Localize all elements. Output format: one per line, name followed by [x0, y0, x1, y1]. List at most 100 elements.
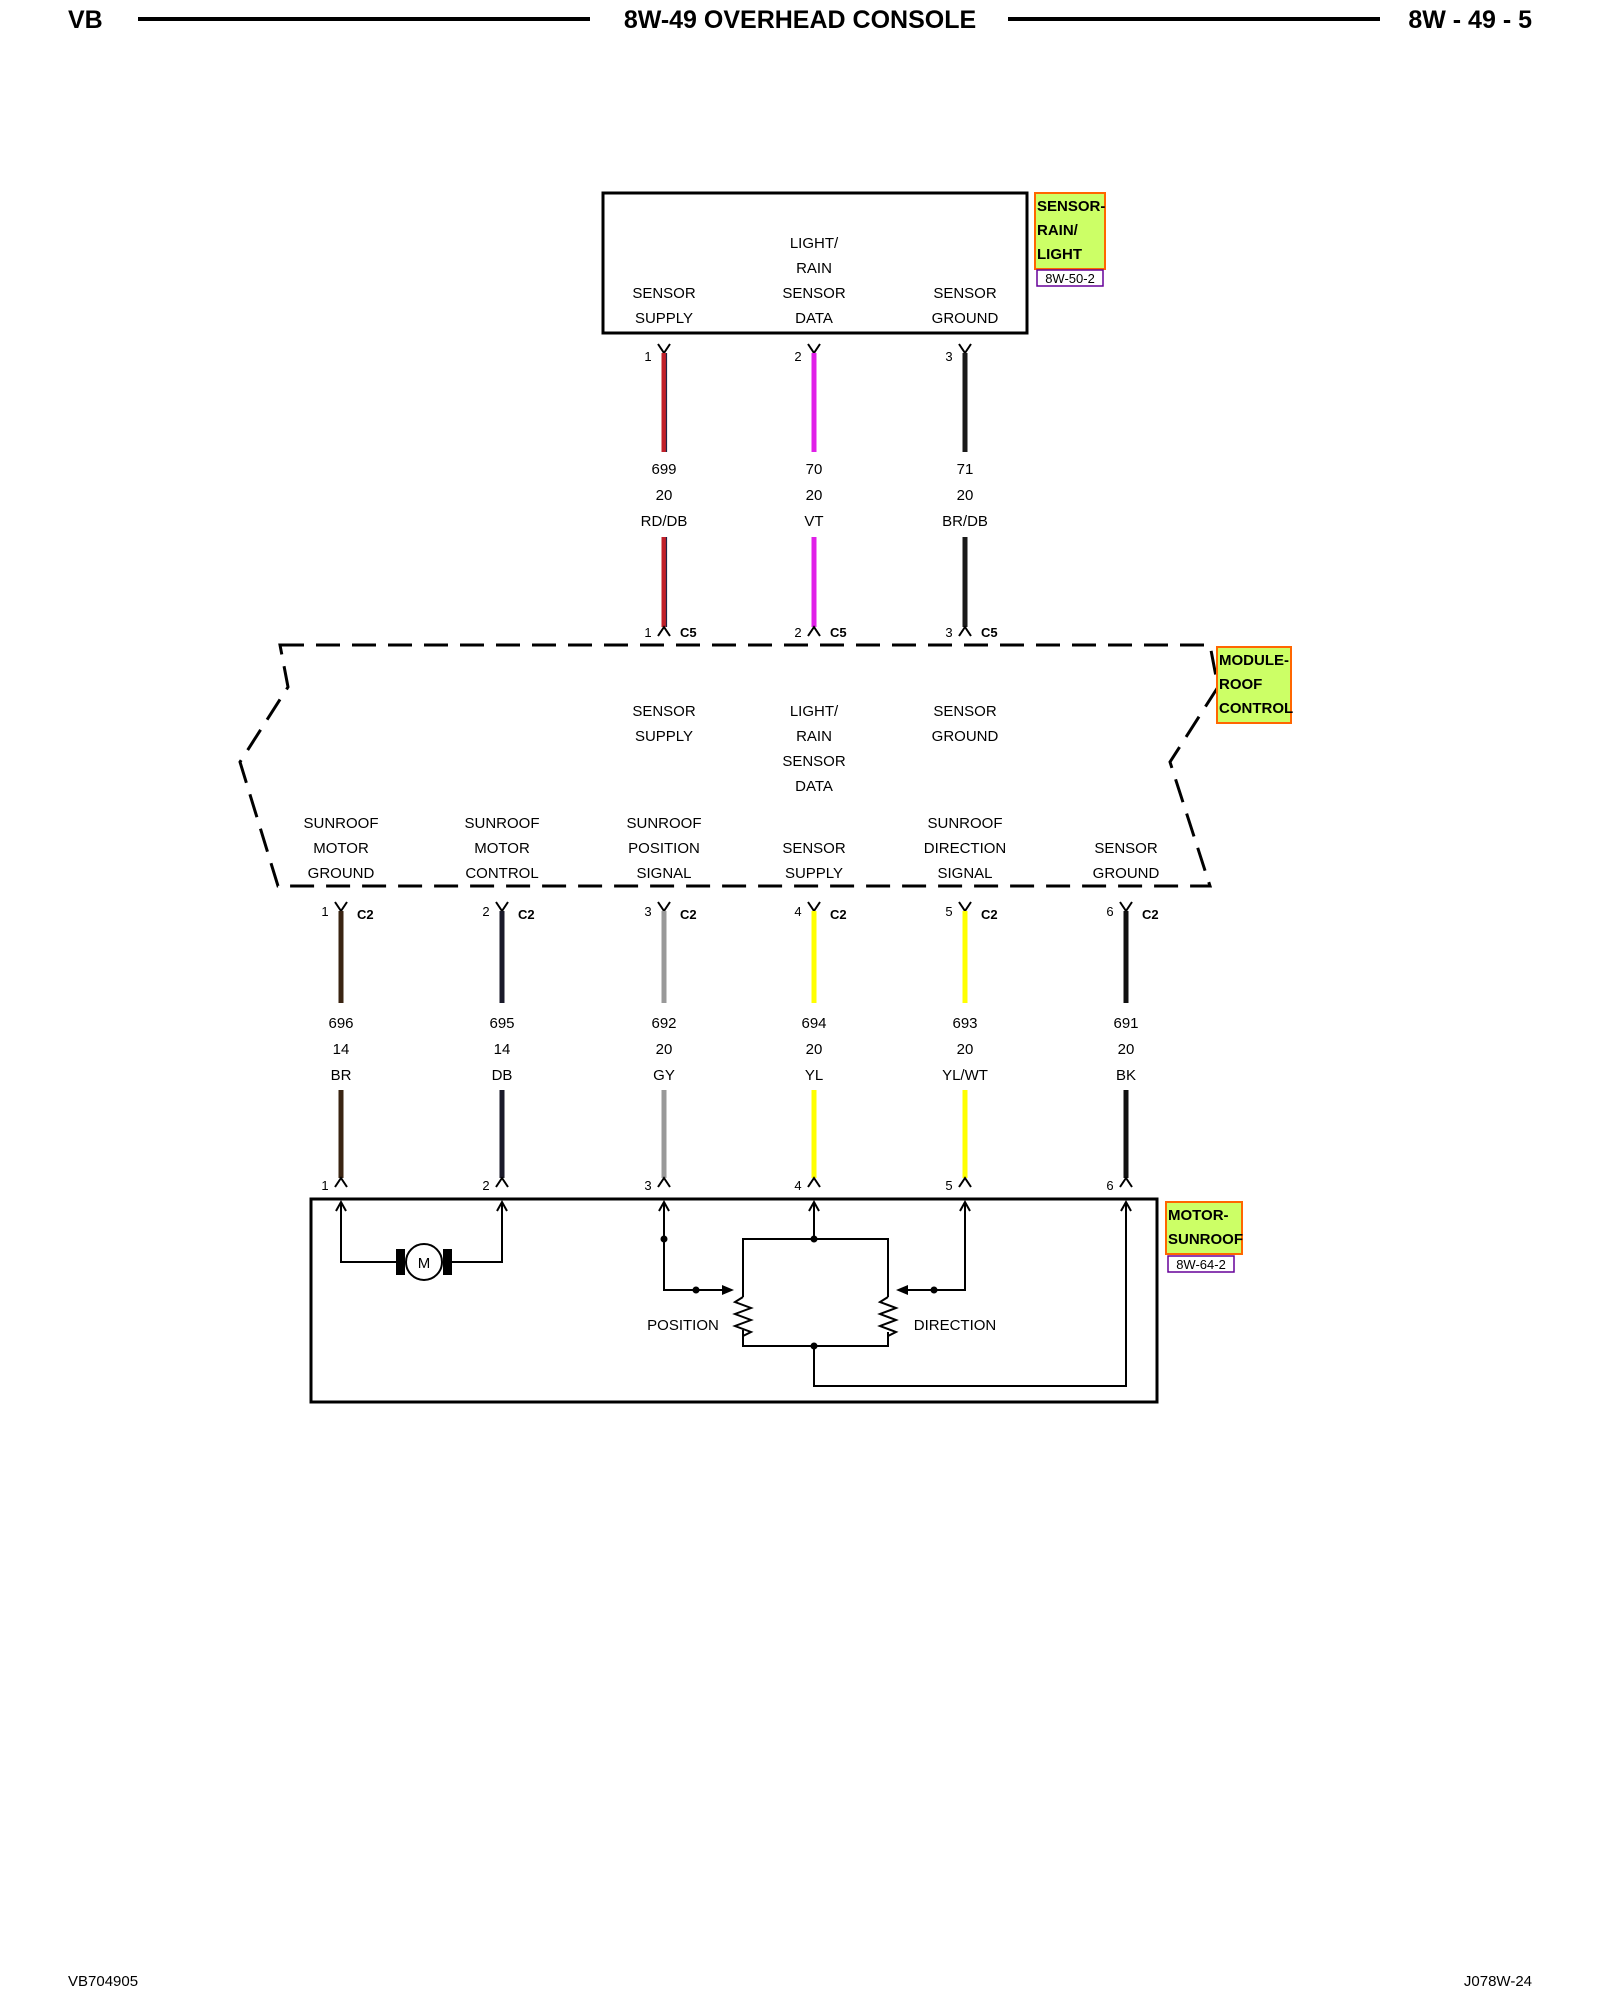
module-c2-pin-2-connector	[495, 901, 509, 913]
module-c2-connector-label-1: C2	[357, 907, 374, 922]
motor-brush-right	[443, 1249, 452, 1275]
sensor-rain-light-box	[601, 191, 1029, 335]
pot-supply-pin4-node	[810, 1235, 818, 1243]
direction-signal-lead	[908, 1202, 966, 1291]
sensor-rain-light-label-line-2: LIGHT	[1037, 246, 1082, 263]
module-c5-pin-1-number: 1	[644, 625, 651, 640]
header-rule-right	[1008, 17, 1380, 21]
direction-label: DIRECTION	[914, 1317, 997, 1334]
module-c2-connector-label-2: C2	[518, 907, 535, 922]
module-c2-pin-3-connector	[657, 901, 671, 913]
module-c2-pin-2-label-line-0: SUNROOF	[465, 815, 540, 832]
motor-ref-link-box	[1167, 1255, 1235, 1273]
sensor-rain-light-label-box	[1034, 192, 1106, 270]
lower-wire-694-circuit: 694	[801, 1015, 826, 1032]
module-c2-pin-2-label-line-2: CONTROL	[465, 865, 538, 882]
module-roof-control-label-box	[1216, 646, 1292, 724]
lower-wire-693-circuit: 693	[952, 1015, 977, 1032]
module-c2-pin-1-number: 1	[321, 904, 328, 919]
lower-wire-696-gauge: 14	[333, 1041, 350, 1058]
module-c5-connector-label-3: C5	[981, 625, 998, 640]
lower-wire-696-color-code: BR	[331, 1067, 352, 1084]
direction-resistor-icon	[877, 1296, 899, 1337]
module-c2-pin-4-label-line-0: SENSOR	[782, 840, 846, 857]
lower-wire-695-gauge: 14	[494, 1041, 511, 1058]
motor-brush-left	[396, 1249, 405, 1275]
sensor-pin-2-label-line-0: LIGHT/	[790, 235, 839, 252]
sensor-pin-2-label-line-2: SENSOR	[782, 285, 846, 302]
position-signal-lead	[663, 1202, 722, 1291]
sensor-pin-1-label-line-0: SENSOR	[632, 285, 696, 302]
lower-wire-692-circuit: 692	[651, 1015, 676, 1032]
sensor-ref-link-box	[1036, 269, 1104, 287]
module-c5-connector-label-2: C5	[830, 625, 847, 640]
module-c2-connector-label-5: C2	[981, 907, 998, 922]
module-c5-pin-3-label-line-1: GROUND	[932, 728, 999, 745]
module-c5-pin-2-number: 2	[794, 625, 801, 640]
module-c5-pin-2-label-line-2: SENSOR	[782, 753, 846, 770]
motor-pin-6-connector	[1119, 1176, 1133, 1188]
motor-pin-2-number: 2	[482, 1178, 489, 1193]
module-roof-control-label-line-2: CONTROL	[1219, 700, 1293, 717]
module-c5-pin-2-label-line-3: DATA	[795, 778, 833, 795]
module-c5-pin-2-connector	[807, 625, 821, 637]
module-c5-pin-2-label-line-1: RAIN	[796, 728, 832, 745]
module-c2-connector-label-3: C2	[680, 907, 697, 922]
header-page-number: 8W - 49 - 5	[1408, 6, 1532, 34]
position-signal-node	[692, 1286, 700, 1294]
module-roof-control-label-line-1: ROOF	[1219, 676, 1262, 693]
lower-wire-695-color-code: DB	[492, 1067, 513, 1084]
sensor-pin-2-connector	[807, 343, 821, 355]
module-c2-pin-5-label-line-1: DIRECTION	[924, 840, 1007, 857]
position-resistor-icon	[732, 1296, 754, 1337]
pot-bottom-bus-spacer-5	[743, 1331, 888, 1336]
motor-sunroof-box	[309, 1197, 1159, 1404]
upper-wire-71-gauge: 20	[957, 487, 974, 504]
module-c2-connector-label-6: C2	[1142, 907, 1159, 922]
direction-wiper-arrow	[896, 1285, 908, 1295]
motor-ground-lead	[340, 1202, 398, 1263]
module-c2-pin-6-label-line-0: SENSOR	[1094, 840, 1158, 857]
module-c2-pin-3-label-line-2: SIGNAL	[636, 865, 691, 882]
module-c2-pin-3-label-line-1: POSITION	[628, 840, 700, 857]
upper-wire-70-color-code: VT	[804, 513, 823, 530]
motor-control-lead	[450, 1202, 503, 1263]
module-c5-pin-2-label-line-0: LIGHT/	[790, 703, 839, 720]
page-title: 8W-49 OVERHEAD CONSOLE	[623, 6, 977, 34]
module-c2-pin-5-label-line-2: SIGNAL	[937, 865, 992, 882]
module-c2-pin-5-number: 5	[945, 904, 952, 919]
module-c2-pin-2-number: 2	[482, 904, 489, 919]
motor-sunroof-label-box	[1165, 1201, 1243, 1255]
position-wiper-spacer	[664, 1202, 735, 1290]
motor-pin-3-number: 3	[644, 1178, 651, 1193]
module-c5-pin-3-number: 3	[945, 625, 952, 640]
sensor-pin-2-number: 2	[794, 349, 801, 364]
upper-wire-699-circuit: 699	[651, 461, 676, 478]
position-wiper-arrow	[722, 1285, 734, 1295]
motor-pin-5-number: 5	[945, 1178, 952, 1193]
lower-wire-693-gauge: 20	[957, 1041, 974, 1058]
motor-sunroof-label-line-1: SUNROOF	[1168, 1231, 1243, 1248]
sensor-pin-2-label-line-1: RAIN	[796, 260, 832, 277]
lower-wire-691-circuit: 691	[1113, 1015, 1138, 1032]
module-c2-pin-1-label-line-2: GROUND	[308, 865, 375, 882]
sensor-pin-1-connector	[657, 343, 671, 355]
module-roof-control-label-line-0: MODULE-	[1219, 652, 1289, 669]
sensor-ref-link: 8W-50-2	[1045, 271, 1095, 286]
sensor-pin-1-label-line-1: SUPPLY	[635, 310, 693, 327]
sensor-pin-3-label-line-0: SENSOR	[933, 285, 997, 302]
upper-wire-70-circuit: 70	[806, 461, 823, 478]
sensor-pin-3-connector	[958, 343, 972, 355]
motor-pin-4-number: 4	[794, 1178, 801, 1193]
lower-wire-691-color-code: BK	[1116, 1067, 1136, 1084]
motor-pin-5-connector	[958, 1176, 972, 1188]
sensor-pin-3-number: 3	[945, 349, 952, 364]
module-c5-pin-1-label-line-1: SUPPLY	[635, 728, 693, 745]
module-c5-pin-1-label-line-0: SENSOR	[632, 703, 696, 720]
upper-wire-699-gauge: 20	[656, 487, 673, 504]
module-c2-pin-6-connector	[1119, 901, 1133, 913]
module-c2-pin-6-number: 6	[1106, 904, 1113, 919]
lower-wire-694-gauge: 20	[806, 1041, 823, 1058]
module-c2-pin-3-number: 3	[644, 904, 651, 919]
pot-top-bus	[742, 1238, 889, 1277]
